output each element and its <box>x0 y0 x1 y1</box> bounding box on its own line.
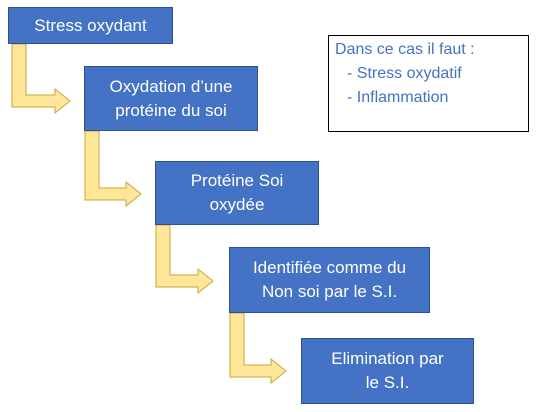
note-item-inflammation: - Inflammation <box>347 89 449 106</box>
step-label: Stress oxydant <box>34 15 147 35</box>
step-label: Elimination par le S.I. <box>331 349 444 392</box>
bent-arrow-1 <box>11 43 71 115</box>
bent-arrow-3 <box>155 224 214 295</box>
bent-arrow-4 <box>229 312 287 385</box>
note-item-stress: - Stress oxydatif <box>347 65 462 82</box>
step-proteine-oxydee: Protéine Soi oxydée <box>155 161 319 225</box>
bent-arrow-2 <box>84 130 142 208</box>
step-identifiee-non-soi: Identifiée comme du Non soi par le S.I. <box>229 247 430 313</box>
step-oxydation-proteine: Oxydation d’une protéine du soi <box>84 66 258 131</box>
step-stress-oxydant: Stress oxydant <box>8 7 173 44</box>
note-title: Dans ce cas il faut : <box>335 41 475 58</box>
note-box: Dans ce cas il faut : - Stress oxydatif … <box>328 35 529 132</box>
step-label: Protéine Soi oxydée <box>190 171 284 214</box>
step-label: Oxydation d’une protéine du soi <box>109 76 233 120</box>
step-elimination: Elimination par le S.I. <box>301 338 474 404</box>
step-label: Identifiée comme du Non soi par le S.I. <box>252 258 407 301</box>
